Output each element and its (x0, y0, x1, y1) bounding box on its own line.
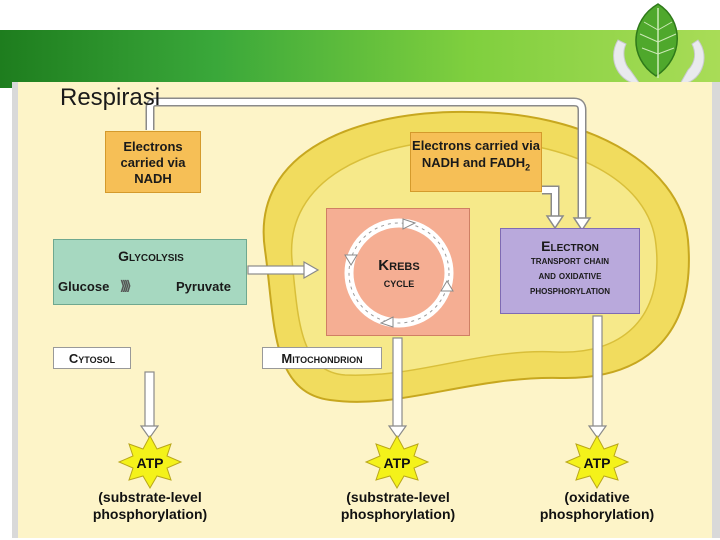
slide-title: Respirasi (60, 84, 161, 111)
leaf-logo (600, 0, 720, 90)
atp-caption-2-line-2: phosphorylation) (340, 506, 456, 522)
cycle-arrows-icon (344, 218, 454, 328)
atp-caption-1-line-1: (substrate-level (98, 489, 202, 505)
atp-caption-2: (substrate-level phosphorylation) (318, 489, 478, 523)
pyruvate-label: Pyruvate (176, 279, 231, 294)
glycolysis-box: Glycolysis Glucose ⟩⟩⟩⟩ Pyruvate (53, 239, 247, 305)
left-edge (12, 82, 18, 538)
glucose-label: Glucose (58, 279, 110, 294)
atp-caption-2-line-1: (substrate-level (346, 489, 450, 505)
etc-line-1: Electron (541, 238, 599, 254)
etc-line-3: and oxidative (538, 270, 602, 282)
electron-transport-box: Electron transport chain and oxidative p… (500, 228, 640, 314)
chevron-arrows-icon: ⟩⟩⟩⟩ (120, 278, 131, 293)
electron-return-arrows (145, 97, 592, 232)
atp-label-2: ATP (383, 455, 411, 471)
krebs-label: Krebs (378, 257, 420, 274)
etc-line-4: phosphorylation (529, 285, 610, 297)
pyruvate-to-krebs-arrow (247, 260, 320, 280)
mitochondrion-label: Mitochondrion (262, 347, 382, 369)
atp-caption-3: (oxidative phosphorylation) (517, 489, 677, 523)
atp-caption-3-line-1: (oxidative (564, 489, 630, 505)
krebs-cycle-box: Krebs cycle (326, 208, 470, 336)
leaf-icon (613, 3, 705, 85)
atp-starburst-3 (564, 434, 630, 489)
right-edge (712, 82, 720, 538)
cycle-label: cycle (383, 275, 415, 290)
atp-caption-3-line-2: phosphorylation) (539, 506, 655, 522)
cytosol-label: Cytosol (53, 347, 131, 369)
atp-caption-1: (substrate-level phosphorylation) (70, 489, 230, 523)
glycolysis-label: Glycolysis (118, 248, 184, 264)
atp-label-3: ATP (583, 455, 611, 471)
electrons-nadh-fadh-label: Electrons carried via NADH and FADH (412, 138, 540, 170)
atp-starburst-2 (364, 434, 430, 489)
green-header-bar (0, 30, 720, 88)
electrons-nadh-label: Electrons carried via NADH (120, 139, 186, 186)
atp-caption-1-line-2: phosphorylation) (92, 506, 208, 522)
atp-label-1: ATP (136, 455, 164, 471)
electrons-nadh-box: Electrons carried via NADH (105, 131, 201, 193)
atp-starburst-1 (117, 434, 183, 489)
etc-line-2: transport chain (530, 255, 610, 267)
fadh-subscript: 2 (525, 162, 531, 173)
atp-arrows (139, 315, 608, 440)
electrons-nadh-fadh-box: Electrons carried via NADH and FADH2 (410, 132, 542, 192)
